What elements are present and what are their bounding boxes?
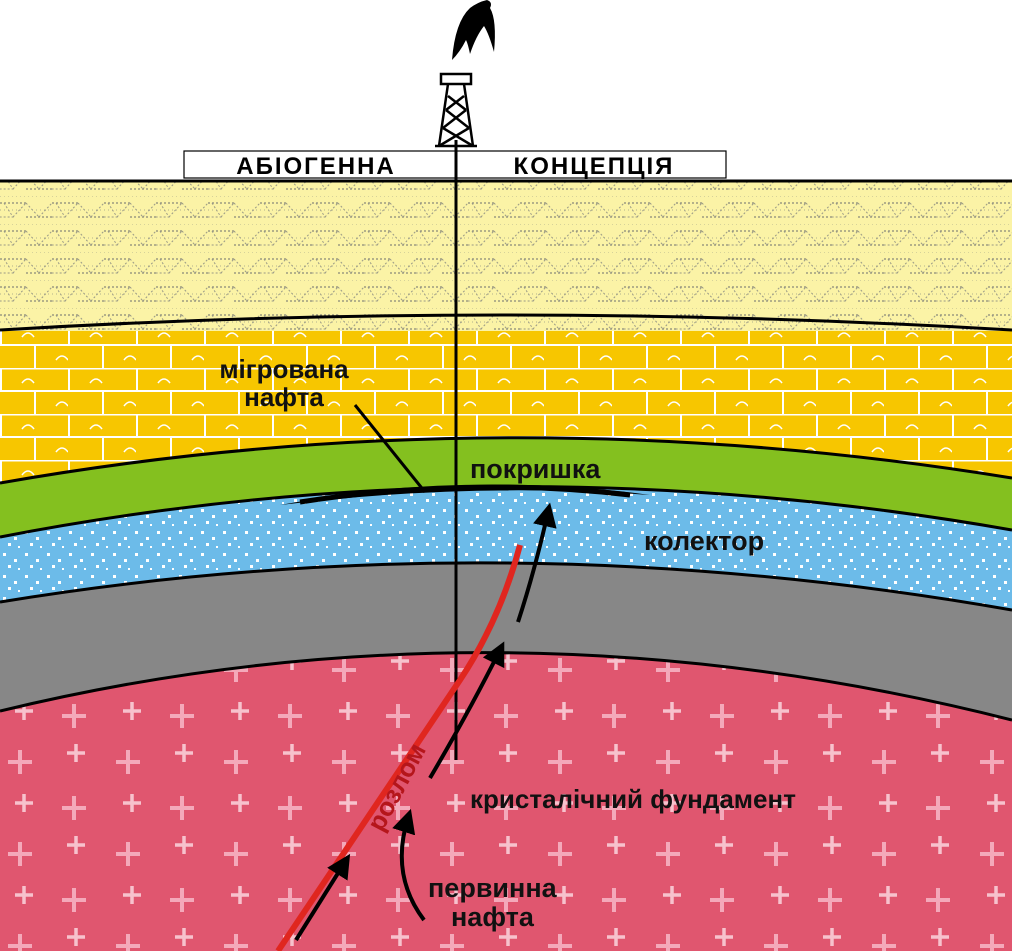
primary-oil-label-line2: нафта [451,902,535,932]
migrated-oil-label-line2: нафта [244,382,324,412]
oil-gusher-icon [452,0,495,60]
primary-oil-label-line1: первинна [428,873,558,903]
title-box: АБІОГЕННА КОНЦЕПЦІЯ [183,150,727,180]
reservoir-layer [0,486,1012,610]
oil-derrick-icon [435,72,477,148]
oil-migration-arrows [294,502,557,942]
basement-layer [0,652,1012,951]
title-right: КОНЦЕПЦІЯ [514,153,675,180]
cap-rock-layer [0,437,1012,537]
sandstone-layer [0,181,1012,331]
migrated-oil-label-line1: мігрована [219,354,349,384]
title-left: АБІОГЕННА [236,153,396,180]
migrated-oil-leader [353,404,427,493]
basement-label: кристалічний фундамент [470,784,796,814]
limestone-layer [0,315,1012,483]
cap-rock-label: покришка [470,454,601,484]
shale-layer [0,562,1012,720]
reservoir-label: колектор [644,526,764,556]
